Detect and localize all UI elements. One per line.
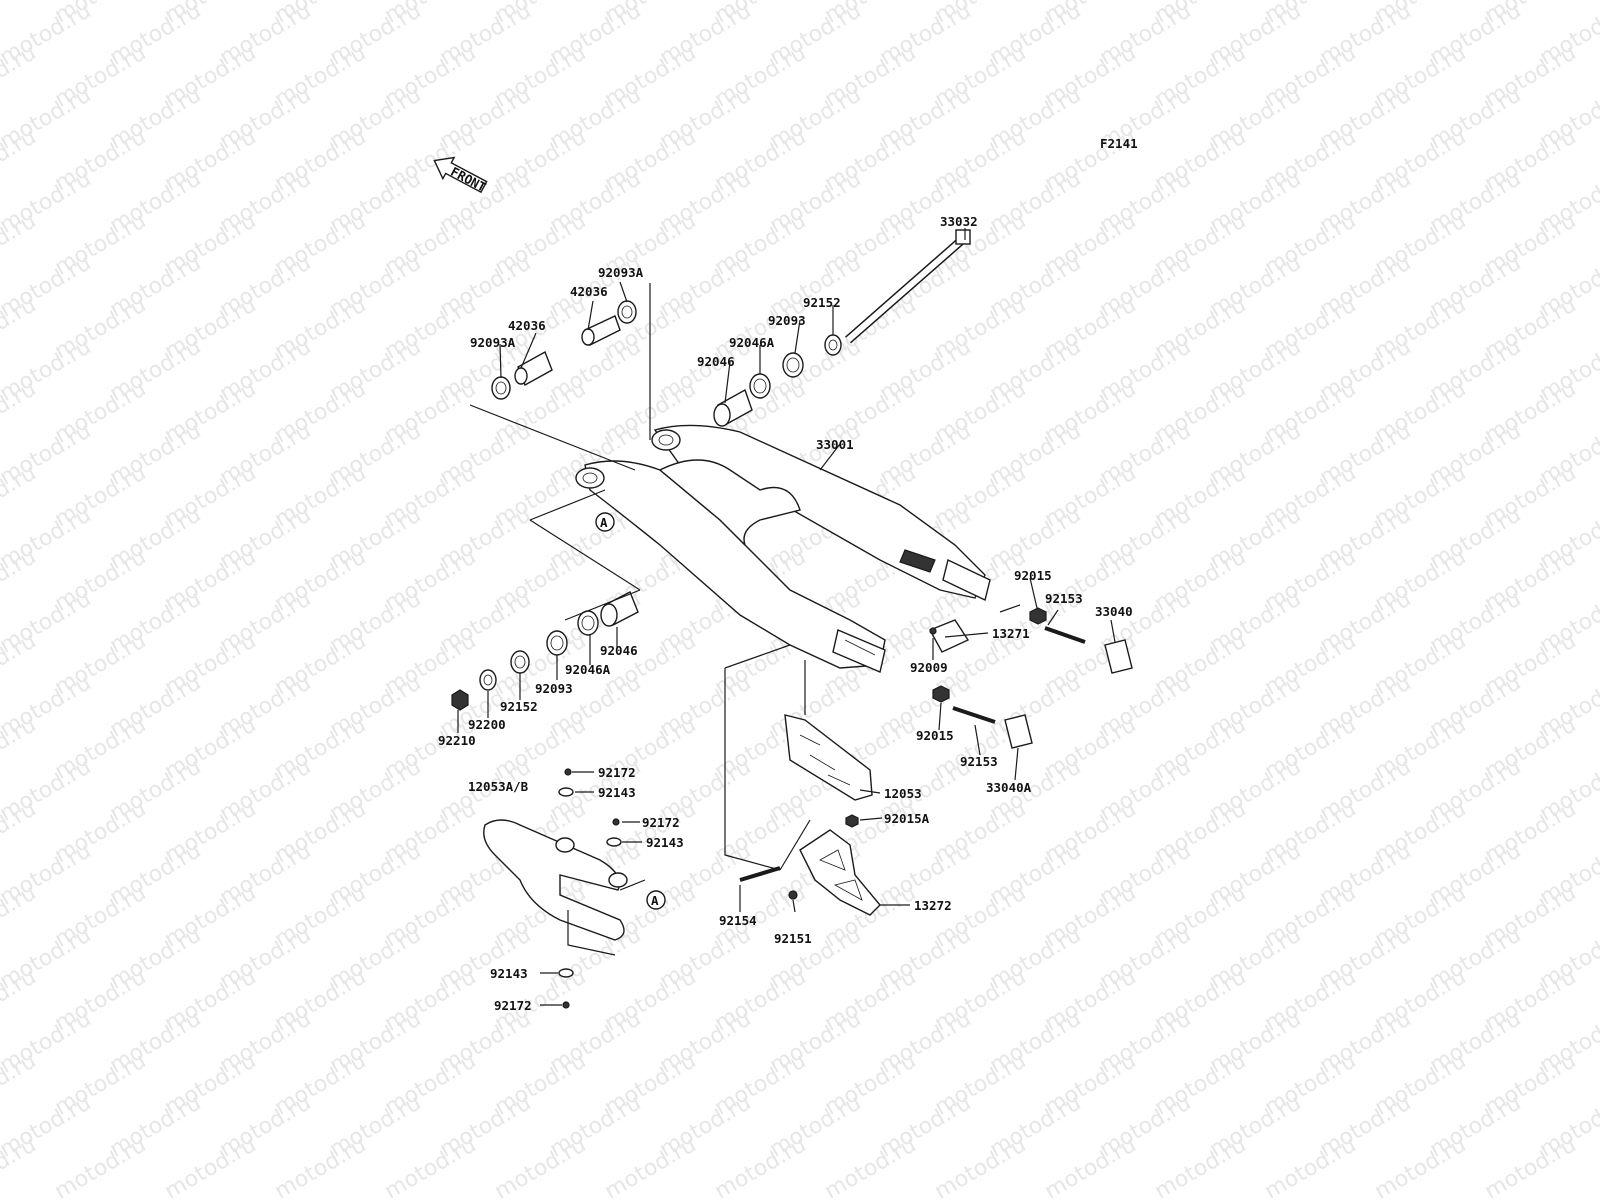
part-label-92093a-top: 92093A (598, 265, 644, 280)
part-label-92152-bot: 92152 (500, 699, 538, 714)
part-labels: 33032 92093A 42036 42036 92093A 92152 92… (438, 214, 1133, 1013)
chain-slider-12053AB (483, 819, 628, 941)
part-label-92093-top: 92093 (768, 313, 806, 328)
part-label-92093a-left: 92093A (470, 335, 516, 350)
front-arrow-icon: FRONT (433, 156, 489, 195)
reference-mark-a-lower: A (646, 890, 666, 910)
part-label-92153-right: 92153 (1045, 591, 1083, 606)
part-label-92015-right: 92015 (1014, 568, 1052, 583)
part-label-92200: 92200 (468, 717, 506, 732)
part-label-92172-a: 92172 (598, 765, 636, 780)
part-label-42036-top: 42036 (570, 284, 608, 299)
lower-bearing-stack (451, 591, 639, 711)
part-label-33001: 33001 (816, 437, 854, 452)
part-label-92015-mid: 92015 (916, 728, 954, 743)
part-label-92152-top: 92152 (803, 295, 841, 310)
swingarm-body (575, 424, 991, 673)
part-label-92046a-top: 92046A (729, 335, 775, 350)
chain-guard-13272 (799, 829, 881, 916)
chain-guide-12053 (784, 714, 873, 801)
part-label-92172-c: 92172 (494, 998, 532, 1013)
part-label-92172-b: 92172 (642, 815, 680, 830)
part-label-92143-b: 92143 (646, 835, 684, 850)
part-label-33040: 33040 (1095, 604, 1133, 619)
adjusters-and-bolts (558, 607, 1133, 1009)
part-label-13271: 13271 (992, 626, 1030, 641)
part-label-92143-c: 92143 (490, 966, 528, 981)
part-label-33032: 33032 (940, 214, 978, 229)
part-label-12053: 12053 (884, 786, 922, 801)
part-label-92210: 92210 (438, 733, 476, 748)
top-bearing-stack (491, 300, 842, 427)
part-label-92151: 92151 (774, 931, 812, 946)
part-label-92009: 92009 (910, 660, 948, 675)
reference-mark-a-upper: A (595, 512, 615, 532)
part-label-92154: 92154 (719, 913, 757, 928)
svg-text:A: A (600, 515, 608, 530)
part-label-92046a-bot: 92046A (565, 662, 611, 677)
svg-text:A: A (651, 893, 659, 908)
part-label-33040a: 33040A (986, 780, 1032, 795)
part-label-92153-mid: 92153 (960, 754, 998, 769)
axle-33032 (845, 229, 971, 344)
figure-code: F2141 (1100, 136, 1138, 151)
part-label-92046-top: 92046 (697, 354, 735, 369)
part-label-92143-a: 92143 (598, 785, 636, 800)
leader-lines (457, 228, 1116, 1006)
front-arrow-label: FRONT (448, 164, 488, 195)
part-label-92093-bot: 92093 (535, 681, 573, 696)
part-label-13272: 13272 (914, 898, 952, 913)
part-label-92015a: 92015A (884, 811, 930, 826)
part-label-12053ab: 12053A/B (468, 779, 529, 794)
part-label-42036-left: 42036 (508, 318, 546, 333)
part-label-92046-bot: 92046 (600, 643, 638, 658)
